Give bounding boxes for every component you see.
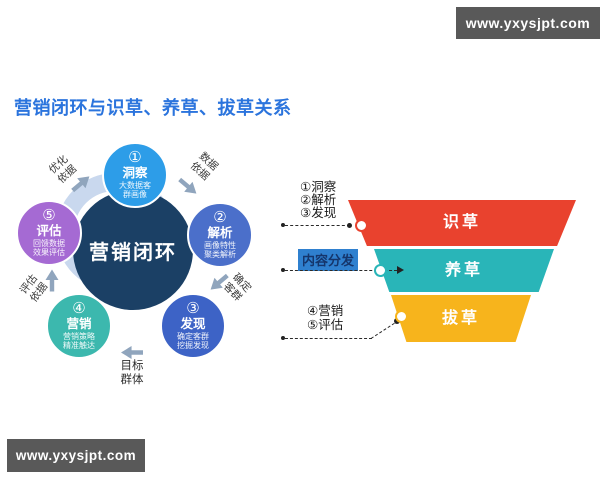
- page-title: 营销闭环与识草、养草、拔草关系: [14, 98, 292, 118]
- cycle-center-circle: 营销闭环: [73, 190, 193, 310]
- dashed-arrow-head-icon: [397, 266, 404, 274]
- cycle-center-label: 营销闭环: [89, 241, 177, 264]
- watermark-bottom-left: www.yxysjpt.com: [7, 439, 145, 472]
- cycle-node-analysis: ② 解析 画像特性 聚类解析: [187, 202, 253, 268]
- node-subtitle: 确定客群: [177, 332, 209, 342]
- node-name: 发现: [180, 317, 206, 332]
- edge-label-data-basis: 数据依据: [188, 150, 221, 183]
- edge-label-evaluation-basis: 评估依据: [17, 272, 50, 305]
- node-number: ①: [128, 149, 142, 167]
- funnel-marker-stage1-icon: [355, 219, 368, 232]
- arrow-discovery-to-marketing-icon: [121, 346, 143, 359]
- cycle-node-insight: ① 洞察 大数据客 群画像: [102, 142, 168, 208]
- funnel-marker-stage2-icon: [374, 264, 387, 277]
- connector-dot: [281, 223, 285, 227]
- cycle-node-evaluation: ⑤ 评估 回馈数据 效果评估: [16, 200, 82, 266]
- node-subtitle: 群画像: [123, 190, 147, 200]
- dashed-connector-stage1: [285, 225, 350, 226]
- connector-dot: [347, 223, 352, 228]
- cycle-node-marketing: ④ 营销 营销策略 精准触达: [46, 293, 112, 359]
- funnel-marker-stage3-icon: [395, 310, 408, 323]
- node-number: ②: [213, 209, 227, 227]
- edge-label-confirm-segment: 确定客群: [221, 271, 254, 304]
- funnel-annotation-stage3: ④营销 ⑤评估: [307, 304, 344, 332]
- content-distribution-label: 内容分发: [298, 249, 359, 271]
- dashed-connector-stage2: [285, 270, 397, 271]
- arrow-insight-to-analysis-icon: [175, 174, 200, 198]
- node-subtitle: 聚类解析: [204, 250, 236, 260]
- node-subtitle: 画像特性: [204, 241, 236, 251]
- node-subtitle: 营销策略: [63, 332, 95, 342]
- node-number: ③: [186, 300, 200, 318]
- funnel-stage-shicao: 识草: [348, 200, 576, 246]
- node-subtitle: 大数据客: [119, 181, 151, 191]
- connector-dot: [281, 268, 285, 272]
- funnel-annotation-stage1: ①洞察 ②解析 ③发现: [300, 180, 337, 221]
- node-subtitle: 挖掘发现: [177, 341, 209, 351]
- funnel-stage-yangcao: 养草: [374, 249, 554, 292]
- node-name: 评估: [36, 224, 62, 239]
- node-name: 洞察: [122, 166, 148, 181]
- node-name: 解析: [207, 226, 233, 241]
- connector-dot: [281, 336, 285, 340]
- dashed-connector-stage3: [285, 338, 372, 339]
- node-subtitle: 效果评估: [33, 248, 65, 258]
- edge-label-optimization-basis: 优化依据: [46, 153, 79, 186]
- funnel-stage-bacao: 拔草: [391, 295, 531, 342]
- node-number: ⑤: [42, 207, 56, 225]
- node-number: ④: [72, 300, 86, 318]
- cycle-node-discovery: ③ 发现 确定客群 挖掘发现: [160, 293, 226, 359]
- node-name: 营销: [66, 317, 92, 332]
- node-subtitle: 精准触达: [63, 341, 95, 351]
- edge-label-target-group: 目标群体: [120, 360, 144, 386]
- watermark-top-right: www.yxysjpt.com: [456, 7, 600, 39]
- node-subtitle: 回馈数据: [33, 239, 65, 249]
